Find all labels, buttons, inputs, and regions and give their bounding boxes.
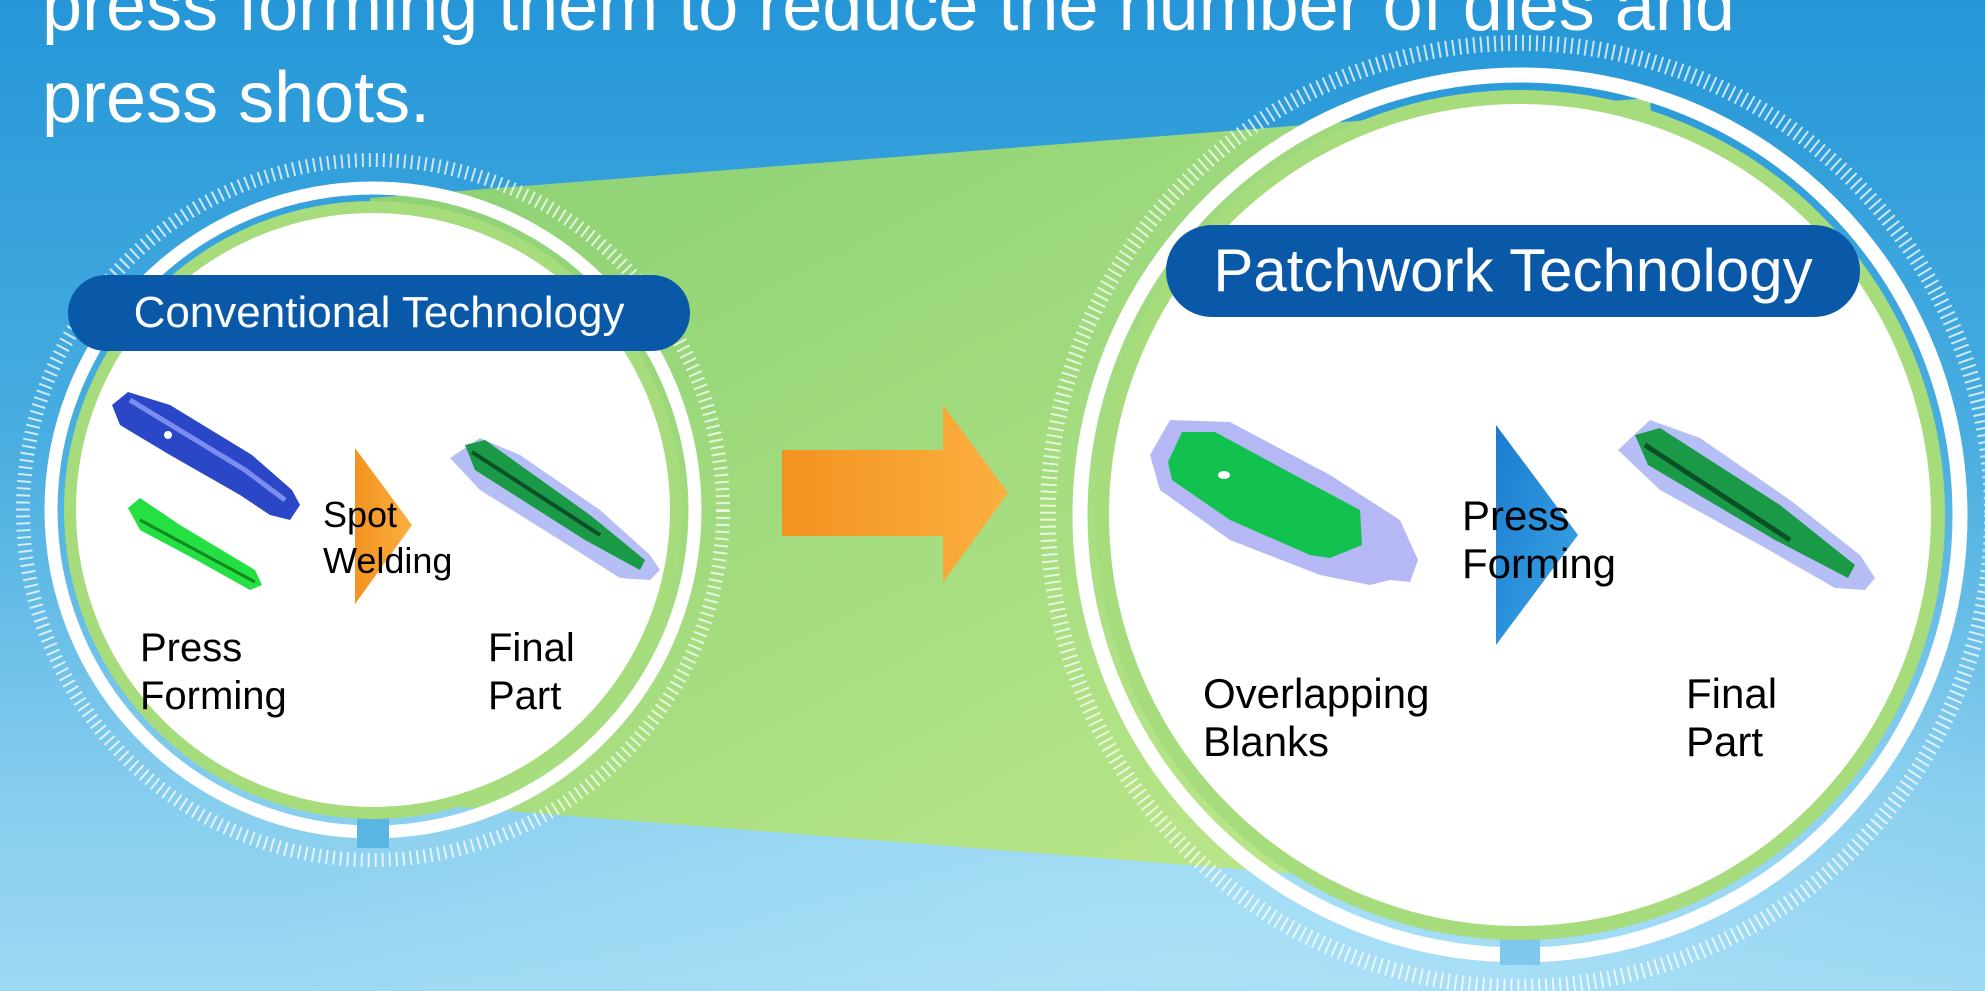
- conventional-tick-ring: [16, 153, 730, 867]
- patchwork-technology-title: Patchwork Technology: [1166, 225, 1860, 317]
- spot-welding-arrow: [355, 448, 412, 604]
- big-arrow: [782, 405, 1008, 582]
- blue-part-image: [112, 392, 300, 520]
- final-part-label-left: Final Part: [488, 626, 575, 718]
- green-part-image: [128, 498, 262, 590]
- press-forming-label: Press Forming: [1462, 492, 1617, 587]
- press-forming-arrow: [1496, 425, 1578, 645]
- press-forming-input-label: Press Forming: [140, 626, 287, 718]
- final-part-image-right: [1618, 420, 1875, 590]
- spot-welding-label: Spot Welding: [323, 494, 453, 581]
- conventional-technology-title: Conventional Technology: [68, 275, 690, 351]
- overlapping-blanks-image: [1150, 420, 1418, 585]
- headline-text: press forming them to reduce the number …: [42, 0, 1735, 138]
- final-part-image-left: [450, 438, 660, 580]
- overlapping-blanks-label: Overlapping Blanks: [1203, 670, 1430, 765]
- conventional-ring-gap: [357, 818, 389, 848]
- final-part-label-right: Final Part: [1686, 670, 1778, 765]
